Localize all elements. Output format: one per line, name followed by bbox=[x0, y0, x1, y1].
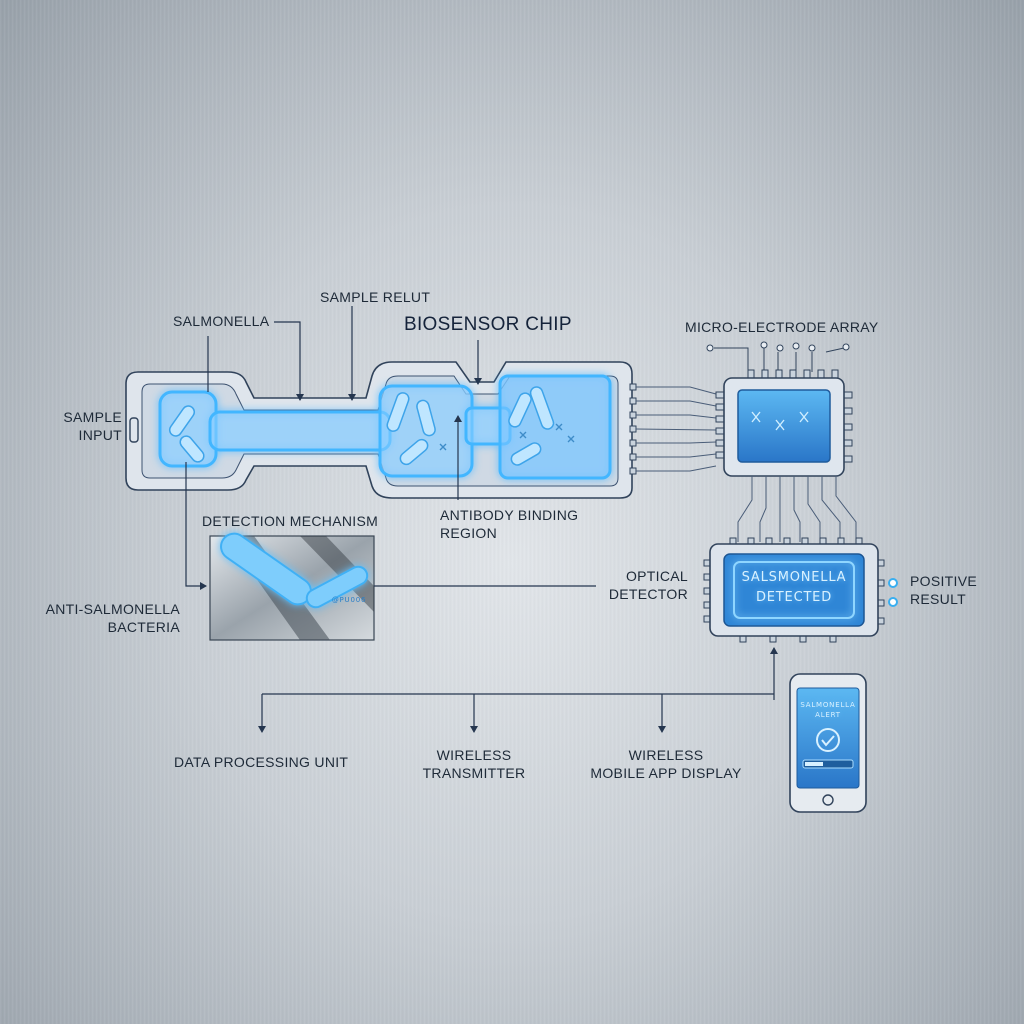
biosensor-chip bbox=[125, 361, 637, 499]
label-sample-relut: SAMPLE RELUT bbox=[320, 289, 431, 305]
label-anti-salmonella-line2: BACTERIA bbox=[107, 619, 180, 635]
micro-electrode-array bbox=[706, 341, 853, 477]
inlet-port bbox=[129, 417, 139, 443]
label-sample-input: SAMPLE INPUT bbox=[40, 408, 122, 444]
bacteria-icon bbox=[168, 386, 555, 466]
checkmark-icon bbox=[816, 728, 840, 752]
antibody-markers bbox=[439, 423, 575, 451]
label-anti-salmonella-line1: ANTI-SALMONELLA bbox=[45, 601, 180, 617]
detector-screen bbox=[723, 553, 865, 627]
label-wireless-mobile-app-display: WIRELESS MOBILE APP DISPLAY bbox=[576, 746, 756, 782]
label-wireless-transmitter: WIRELESS TRANSMITTER bbox=[400, 746, 548, 782]
label-positive-line2: RESULT bbox=[910, 591, 966, 607]
diagram-title: BIOSENSOR CHIP bbox=[404, 314, 572, 335]
label-sample-input-line1: SAMPLE bbox=[63, 409, 122, 425]
chip-to-array-wires bbox=[635, 386, 717, 472]
label-data-processing-unit: DATA PROCESSING UNIT bbox=[174, 754, 349, 770]
phone-screen-text: SALMONELLA ALERT bbox=[797, 700, 859, 720]
sample-input-to-micrograph bbox=[185, 462, 207, 590]
label-mobile-line2: MOBILE APP DISPLAY bbox=[590, 765, 742, 781]
label-transmitter-line1: WIRELESS bbox=[436, 747, 512, 763]
label-mobile-line1: WIRELESS bbox=[628, 747, 704, 763]
detector-screen-line1: SALSMONELLA bbox=[741, 570, 847, 585]
mobile-phone bbox=[789, 673, 867, 813]
detector-screen-text: SALSMONELLA DETECTED bbox=[734, 568, 854, 608]
phone-screen-line2: ALERT bbox=[815, 711, 841, 719]
label-antibody-binding-region: ANTIBODY BINDING REGION bbox=[440, 506, 578, 542]
label-sample-input-line2: INPUT bbox=[78, 427, 122, 443]
label-positive-line1: POSITIVE bbox=[910, 573, 977, 589]
label-optical-line1: OPTICAL bbox=[625, 568, 688, 584]
label-detection-mechanism: DETECTION MECHANISM bbox=[202, 513, 379, 529]
array-to-detector-wires bbox=[737, 476, 857, 542]
home-button-icon bbox=[822, 794, 834, 806]
positive-result-indicators bbox=[888, 578, 898, 607]
chip-contact-pins bbox=[629, 383, 637, 475]
micrograph-caption: @PU006 bbox=[331, 596, 367, 604]
label-positive-result: POSITIVE RESULT bbox=[910, 572, 977, 608]
label-micro-electrode-array: MICRO-ELECTRODE ARRAY bbox=[685, 319, 879, 335]
label-antibody-line2: REGION bbox=[440, 525, 498, 541]
label-optical-line2: DETECTOR bbox=[608, 586, 688, 602]
salmonella-pointer bbox=[274, 321, 304, 401]
optical-detector bbox=[703, 537, 885, 643]
phone-screen-line1: SALMONELLA bbox=[800, 701, 856, 709]
array-top-leads bbox=[706, 341, 850, 372]
detector-screen-line2: DETECTED bbox=[755, 590, 833, 605]
detection-mechanism-micrograph bbox=[209, 532, 375, 641]
array-screen bbox=[737, 389, 831, 463]
label-salmonella: SALMONELLA bbox=[173, 313, 270, 329]
connector-lines bbox=[185, 306, 778, 733]
label-transmitter-line2: TRANSMITTER bbox=[422, 765, 526, 781]
label-anti-salmonella-bacteria: ANTI-SALMONELLA BACTERIA bbox=[20, 600, 180, 636]
label-antibody-line1: ANTIBODY BINDING bbox=[440, 507, 579, 523]
label-optical-detector: OPTICAL DETECTOR bbox=[570, 567, 688, 603]
